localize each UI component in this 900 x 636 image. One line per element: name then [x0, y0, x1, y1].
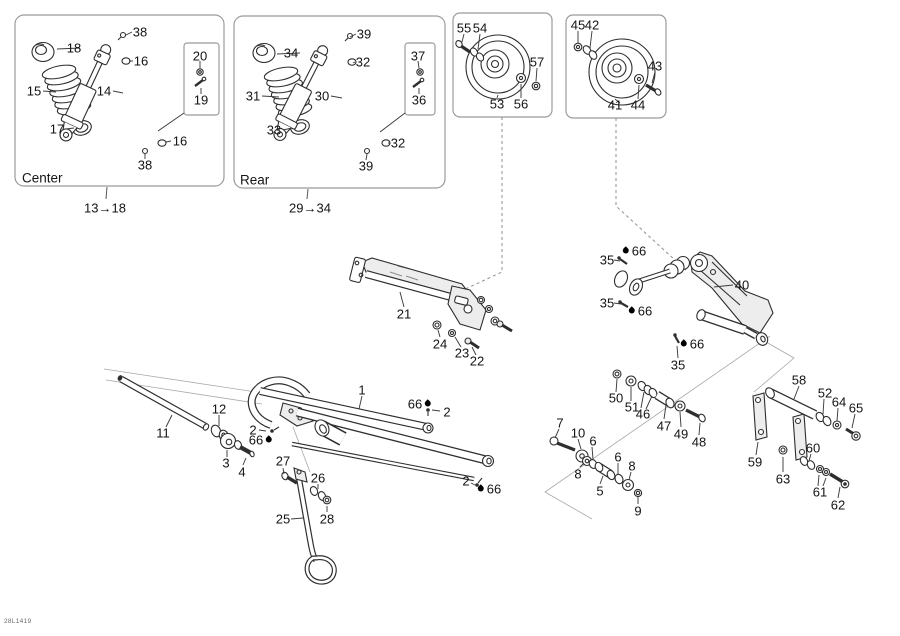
idler-wheel-53-inset — [455, 34, 541, 100]
fasteners-center — [117, 31, 207, 155]
bolt-4 — [233, 440, 255, 458]
locator-lines — [103, 117, 795, 520]
bushing-stack-46-51 — [612, 369, 706, 423]
torque-rod-11 — [117, 375, 210, 431]
shock-absorber-14 — [59, 44, 112, 142]
leader-lines — [42, 30, 856, 520]
spacer-42 — [582, 45, 598, 60]
center-shock-inset — [31, 31, 207, 155]
scratcher-arm-25 — [293, 467, 337, 585]
stopper-strap-58-65 — [752, 387, 861, 489]
axle-hardware-5-10 — [549, 436, 643, 498]
rail-assembly-1 — [247, 376, 495, 482]
fasteners-rear — [344, 32, 425, 155]
front-arm-21 — [349, 256, 513, 350]
washer-3 — [219, 432, 237, 450]
arm-bushing — [613, 270, 644, 296]
rear-arm-40 — [613, 251, 774, 346]
spacer-54 — [469, 47, 485, 62]
spring-cap-34 — [252, 42, 276, 64]
nut-28 — [322, 495, 332, 505]
inset-boxes — [14, 12, 667, 189]
shock-absorber-30 — [273, 45, 329, 141]
cap-52 — [815, 411, 832, 427]
spacer-60 — [799, 456, 816, 470]
screws-35 — [617, 256, 680, 344]
spring-cap-18 — [31, 41, 55, 63]
rear-shock-inset — [252, 32, 425, 155]
idler-wheel-41-inset — [573, 38, 662, 106]
